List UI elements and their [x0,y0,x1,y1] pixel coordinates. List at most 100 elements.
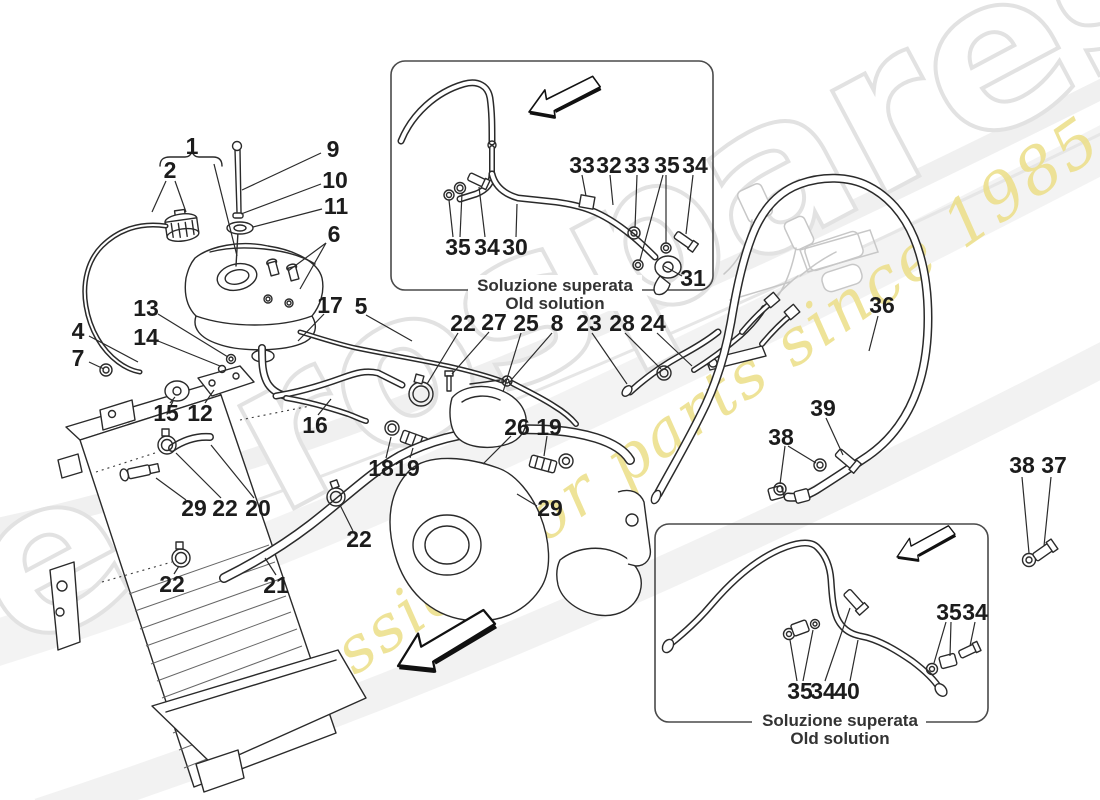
part-callout-27: 27 [481,309,507,335]
leader-line [609,174,614,206]
inset-old-solution-top: Soluzione superata Old solution [390,60,714,313]
vent-hose-core [83,224,167,373]
leader-line [155,477,187,501]
leader-line [157,340,221,367]
part-callout-31: 31 [680,265,706,291]
leader-line [543,435,548,457]
direction-arrow [891,523,961,569]
part-callout-15: 15 [153,400,179,426]
leader-line [459,192,463,238]
leader-line [241,152,322,191]
part-callout-35: 35 [445,234,471,260]
part-callout-7: 7 [72,345,85,371]
leader-line [426,332,459,385]
hose-clamp-22 [408,373,434,407]
leader-line [204,389,215,404]
part-callout-17: 17 [317,292,343,318]
filler-cap [164,208,200,242]
bolt-37 [1032,538,1059,562]
leader-line [297,313,325,342]
leader-line [624,332,662,370]
leader-line [639,174,664,261]
leader-line [789,639,798,682]
leader-line [949,621,952,657]
hose-5-17-core [299,331,503,382]
tube-core [399,80,494,144]
throttle-body [389,457,550,622]
leader-line [409,447,414,459]
dipstick-rod [226,140,254,235]
inset-caption-en: Old solution [790,729,889,748]
leader-line [634,174,638,229]
leader-line [849,639,859,682]
part-callout-9: 9 [327,136,340,162]
part-callout-6: 6 [328,221,341,247]
part-callout-38: 38 [1009,452,1035,478]
inset-old-solution-bottom: Soluzione superata Old solution [654,523,989,748]
part-callout-20: 20 [245,495,271,521]
part-callout-1: 1 [186,133,199,159]
part-callout-35: 35 [936,599,962,625]
part-callout-37: 37 [1041,452,1067,478]
tube-core [667,541,942,691]
banjo-union [793,488,811,504]
leader-line [933,621,947,664]
leader-line [385,436,392,459]
part-callout-13: 13 [133,295,159,321]
part-callout-34: 34 [474,234,500,260]
part-callout-5: 5 [355,293,368,319]
part-callout-16: 16 [302,412,328,438]
part-callout-35: 35 [787,678,813,704]
leader-line [88,361,105,370]
tube-core [284,396,368,423]
leader-line [591,332,628,385]
part-callout-29: 29 [181,495,207,521]
elbow-31 [654,255,682,279]
fitting-19 [528,454,558,474]
pump-housing [555,547,642,617]
part-callout-28: 28 [609,310,635,336]
leader-line [663,265,683,277]
hose-clamp-7 [99,363,113,377]
inset-caption-en: Old solution [505,294,604,313]
part-callout-19: 19 [536,414,562,440]
part-callout-40: 40 [834,678,860,704]
part-callout-21: 21 [263,572,289,598]
leader-line [824,607,851,682]
part-callout-39: 39 [810,395,836,421]
inset-caption-it: Soluzione superata [762,711,918,730]
part-callout-2: 2 [164,157,177,183]
expansion-tank [82,140,324,415]
leader-line [317,398,332,416]
leader-line [213,163,238,257]
leader-line [825,417,844,456]
leader-line [478,186,486,238]
part-callout-12: 12 [187,400,213,426]
right-pipes [621,173,1059,568]
leader-line [482,435,512,465]
leader-line [210,444,255,499]
part-callout-22: 22 [159,571,185,597]
part-callout-34: 34 [810,678,836,704]
leader-line [252,208,323,228]
part-callout-38: 38 [768,424,794,450]
part-callout-22: 22 [346,526,372,552]
thermostat-25 [449,385,527,449]
hose-20-core [169,434,213,451]
leader-line [151,180,167,213]
leader-line [685,174,694,235]
leader-line [88,335,139,363]
leader-line [240,183,322,215]
hose-21-core [220,425,634,582]
hoses-and-throttle [119,329,652,622]
leader-line [581,174,587,197]
leader-line [656,332,693,367]
part-callout-35: 35 [654,152,680,178]
leader-line [175,452,222,499]
leader-line [173,565,180,575]
hose-36-core [655,175,931,501]
part-callout-25: 25 [513,310,539,336]
leader-line [515,203,518,238]
leader-line [299,242,327,290]
